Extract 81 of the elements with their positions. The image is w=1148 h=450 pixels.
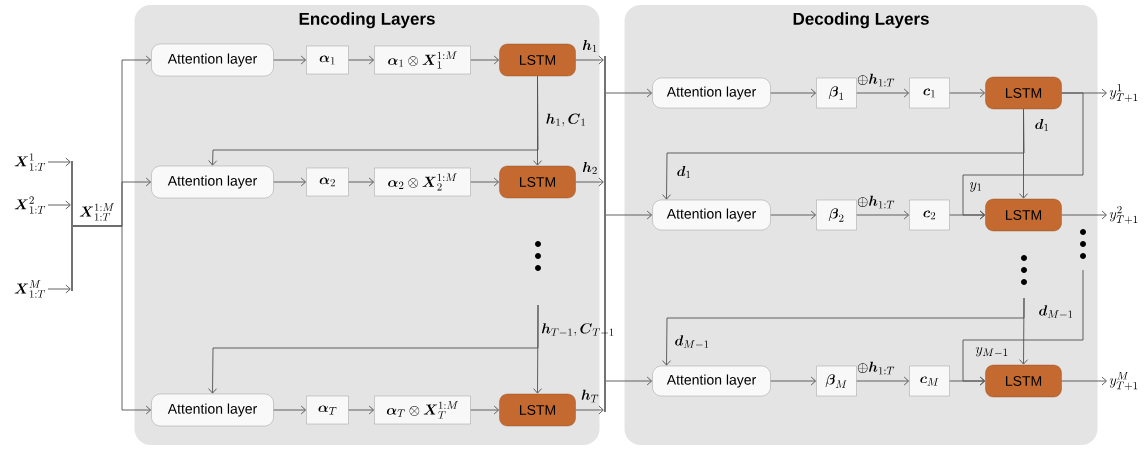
arrow — [605, 88, 653, 98]
arrow — [273, 55, 307, 65]
arrow — [662, 297, 1025, 366]
edge-label: $\boldsymbol{h}_{T}$ — [581, 389, 599, 403]
arrow — [348, 405, 375, 415]
value-box: $\boldsymbol{\alpha}_{2}\otimes\boldsymbol{X}_{2}^{1:M}$ — [374, 167, 471, 197]
attention-box: Attention layer — [652, 199, 771, 231]
arrow — [273, 177, 307, 187]
edge-label: $\boldsymbol{h}_{T-1},\boldsymbol{C}_{T-1}$ — [541, 323, 614, 337]
attention-box: Attention layer — [652, 77, 771, 109]
value-box: $\boldsymbol{\alpha}_{T}\otimes\boldsymbol{X}_{T}^{1:M}$ — [374, 395, 471, 425]
arrow — [962, 92, 1084, 220]
arrow — [470, 405, 500, 415]
arrow — [856, 210, 910, 220]
lstm-box: LSTM — [985, 364, 1062, 398]
value-box: $\boldsymbol{\beta}_{1}$ — [816, 77, 857, 109]
arrow — [662, 108, 1025, 200]
edge-label: $\boldsymbol{d}_{M-1}$ — [675, 335, 709, 348]
arrow — [47, 200, 71, 210]
arrow — [575, 55, 604, 65]
arrow — [348, 55, 375, 65]
math-label: $y_{T+1}^{1}$ — [1109, 83, 1138, 102]
arrow — [1061, 376, 1107, 386]
arrow — [575, 177, 604, 187]
edge-label: $\boldsymbol{h}_{2}$ — [582, 161, 597, 175]
math-label: $\boldsymbol{X}_{1:T}^{1:M}$ — [79, 203, 114, 221]
arrow — [208, 304, 539, 394]
math-label: $\boldsymbol{X}_{1:T}^{2}$ — [14, 196, 46, 214]
arrow — [470, 177, 500, 187]
arrow — [348, 177, 375, 187]
arrow — [770, 376, 817, 386]
edge-label: $\boldsymbol{d}_{1}$ — [1035, 118, 1048, 132]
value-box: $\boldsymbol{\beta}_{M}$ — [816, 365, 857, 397]
math-label: $y_{T+1}^{M}$ — [1109, 371, 1138, 391]
arrow — [856, 376, 910, 386]
arrow — [273, 405, 307, 415]
arrow — [47, 157, 71, 167]
edge-label: $\boldsymbol{d}_{1}$ — [677, 165, 690, 179]
attention-box: Attention layer — [151, 43, 274, 77]
edge-label: $y_{1}$ — [970, 182, 982, 192]
value-box: $\boldsymbol{\alpha}_{1}$ — [306, 45, 349, 75]
value-box: $\boldsymbol{c}_{M}$ — [909, 365, 950, 397]
lstm-box: LSTM — [499, 43, 576, 77]
value-box: $\boldsymbol{\alpha}_{T}$ — [306, 395, 349, 425]
value-box: $\boldsymbol{\alpha}_{2}$ — [306, 167, 349, 197]
arrow — [605, 210, 653, 220]
attention-box: Attention layer — [151, 165, 274, 199]
math-label: $\boldsymbol{X}_{1:T}^{M}$ — [14, 280, 46, 298]
edge-label: $\boldsymbol{h}_{1}$ — [582, 39, 597, 53]
value-box: $\boldsymbol{\beta}_{2}$ — [816, 199, 857, 231]
lstm-box: LSTM — [985, 76, 1062, 110]
arrow — [962, 269, 1084, 386]
edge-label: $\oplus\boldsymbol{h}_{1:T}$ — [857, 361, 895, 375]
bus-line — [604, 56, 606, 412]
edge-label: $\boldsymbol{d}_{M-1}$ — [1039, 305, 1073, 318]
arrow — [605, 376, 653, 386]
attention-box: Attention layer — [652, 365, 771, 397]
math-label: $\boldsymbol{X}_{1:T}^{1}$ — [14, 153, 46, 171]
edge-label: $\oplus\boldsymbol{h}_{1:T}$ — [857, 73, 895, 87]
arrow — [770, 88, 817, 98]
value-box: $\boldsymbol{c}_{1}$ — [909, 77, 950, 109]
bus-line — [71, 161, 73, 291]
attention-box: Attention layer — [151, 393, 274, 427]
arrow — [1061, 210, 1107, 220]
arrow — [470, 55, 500, 65]
value-box: $\boldsymbol{c}_{2}$ — [909, 199, 950, 231]
edge-label: $\boldsymbol{h}_{1},\boldsymbol{C}_{1}$ — [546, 113, 585, 127]
arrow — [949, 88, 986, 98]
arrow — [856, 88, 910, 98]
arrow — [770, 210, 817, 220]
arrow — [208, 75, 539, 166]
edge-label: $y_{M-1}$ — [975, 347, 1008, 357]
lstm-box: LSTM — [499, 393, 576, 427]
arrow — [72, 225, 152, 415]
math-label: $y_{T+1}^{2}$ — [1109, 205, 1138, 224]
value-box: $\boldsymbol{\alpha}_{1}\otimes\boldsymbol{X}_{1}^{1:M}$ — [374, 45, 471, 75]
lstm-box: LSTM — [499, 165, 576, 199]
edge-label: $\oplus\boldsymbol{h}_{1:T}$ — [857, 195, 895, 209]
arrow — [575, 405, 604, 415]
arrow — [47, 284, 71, 294]
lstm-box: LSTM — [985, 198, 1062, 232]
